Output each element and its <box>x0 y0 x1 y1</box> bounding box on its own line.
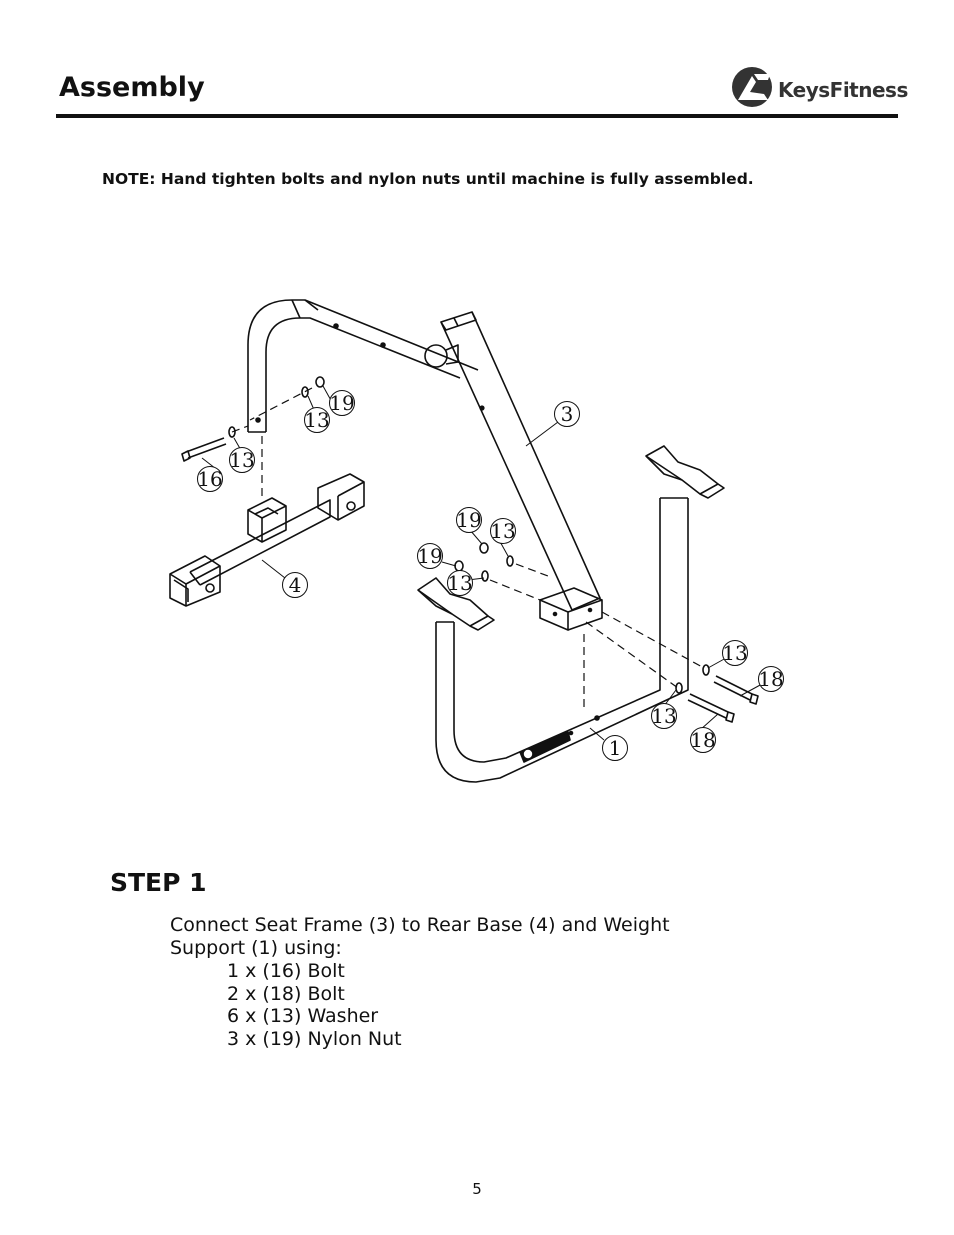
callout-18: 18 <box>758 667 783 691</box>
callout-13: 13 <box>304 408 329 432</box>
header-rule <box>56 114 898 118</box>
callout-13: 13 <box>722 641 747 665</box>
nuts-washers-top <box>301 376 325 398</box>
callout-4: 4 <box>289 573 302 597</box>
callout-13: 13 <box>490 519 515 543</box>
callout-19: 19 <box>417 544 442 568</box>
callout-19: 19 <box>456 508 481 532</box>
callout-13: 13 <box>651 704 676 728</box>
parts-list-item: 2 x (18) Bolt <box>227 982 345 1005</box>
runner-logo-icon <box>732 67 772 107</box>
bolt-18-upper <box>702 664 759 705</box>
leader-lines <box>201 385 763 741</box>
parts-list-item: 3 x (19) Nylon Nut <box>227 1027 402 1050</box>
parts-list-item: 6 x (13) Washer <box>227 1005 379 1027</box>
step-title: STEP 1 <box>110 868 207 897</box>
callout-18: 18 <box>690 728 715 752</box>
callout-16: 16 <box>197 467 222 491</box>
callout-3: 3 <box>561 402 574 426</box>
assembly-diagram: 3 19 13 16 13 4 19 13 19 13 13 18 13 18 … <box>169 299 784 783</box>
logo-text: KeysFitness <box>778 78 908 102</box>
keys-fitness-logo: KeysFitness <box>730 64 908 110</box>
callout-1: 1 <box>609 736 622 760</box>
parts-list-item: 1 x (16) Bolt <box>227 960 345 982</box>
bolt-18-lower <box>675 682 735 723</box>
callout-circles <box>197 390 784 761</box>
callout-13: 13 <box>447 571 472 595</box>
assembly-guide-lines <box>231 387 705 712</box>
page-title: Assembly <box>59 72 205 103</box>
step-instructions: Connect Seat Frame (3) to Rear Base (4) … <box>170 914 670 959</box>
callout-19: 19 <box>329 391 354 415</box>
assembly-note: NOTE: Hand tighten bolts and nylon nuts … <box>102 170 754 188</box>
bolt-16 <box>181 426 236 462</box>
page-number: 5 <box>472 1180 482 1198</box>
parts-list: 1 x (16) Bolt 2 x (18) Bolt 6 x (13) Was… <box>227 960 402 1050</box>
instruction-line: Connect Seat Frame (3) to Rear Base (4) … <box>170 914 670 936</box>
instruction-line: Support (1) using: <box>170 936 342 959</box>
callout-13: 13 <box>229 448 254 472</box>
weight-support <box>417 445 725 783</box>
rear-base <box>169 473 365 607</box>
seat-frame <box>247 299 603 631</box>
